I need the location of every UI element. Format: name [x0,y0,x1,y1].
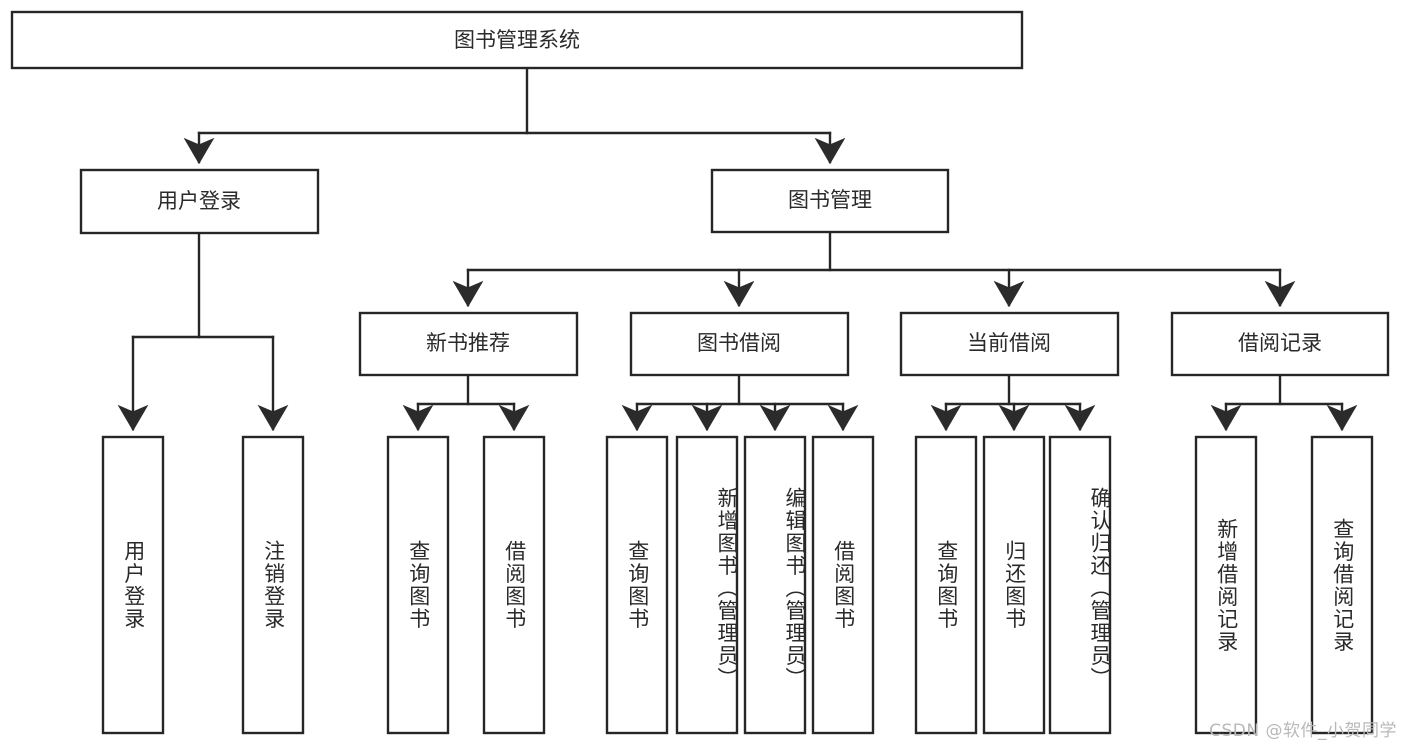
node-box-root[interactable] [10,10,1024,70]
node-label-new-book-recommend: 新书推荐 [426,331,510,355]
node-box-leaf-return-book[interactable] [982,435,1046,735]
node-box-leaf-borrow-book[interactable] [811,435,875,735]
node-box-user-login[interactable] [79,168,320,235]
node-box-leaf-query-book-current[interactable] [914,435,978,735]
node-box-new-book-recommend[interactable] [358,311,579,377]
node-box-leaf-borrow-book-recommend[interactable] [482,435,546,735]
node-label-user-login: 用户登录 [157,189,241,213]
node-boxes: 图书管理系统 用户登录 图书管理 新书推荐 图书借阅 当前借阅 借阅记录 [10,10,1390,735]
node-label-book-borrow: 图书借阅 [697,331,781,355]
node-box-current-borrow[interactable] [899,311,1120,377]
watermark-text: CSDN @软件_小贺同学 [1209,721,1397,741]
node-label-current-borrow: 当前借阅 [967,331,1051,355]
node-box-leaf-user-login[interactable] [101,435,165,735]
node-box-leaf-add-borrow-record[interactable] [1194,435,1258,735]
node-box-leaf-add-book[interactable] [675,435,739,735]
node-box-borrow-record[interactable] [1170,311,1390,377]
node-box-book-management[interactable] [710,168,950,234]
node-label-borrow-record: 借阅记录 [1238,331,1322,355]
node-box-book-borrow[interactable] [629,311,850,377]
node-label-book-management: 图书管理 [788,188,872,212]
node-box-leaf-query-borrow-record[interactable] [1310,435,1374,735]
node-box-leaf-logout[interactable] [241,435,305,735]
node-box-leaf-query-book-recommend[interactable] [386,435,450,735]
node-box-leaf-edit-book[interactable] [743,435,807,735]
node-label-root: 图书管理系统 [454,28,580,52]
connectors [117,66,1358,432]
node-box-leaf-query-book-borrow[interactable] [605,435,669,735]
node-box-leaf-confirm-return[interactable] [1048,435,1112,735]
